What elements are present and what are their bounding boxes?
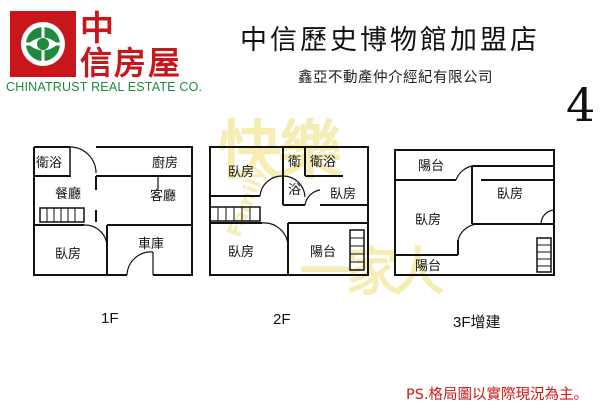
1f-kitchen-label: 廚房	[152, 155, 178, 171]
1f-garage-label: 車庫	[138, 237, 164, 252]
watermark-line2: 一家人	[300, 243, 444, 303]
2f-bath-vertical-2: 浴	[288, 183, 301, 198]
floor-label-2f: 2F	[273, 311, 291, 328]
disclaimer-footnote: PS.格局圖以實際現況為主。	[406, 387, 589, 403]
1f-living-label: 客廳	[150, 188, 176, 204]
company-name: 鑫亞不動產仲介經紀有限公司	[298, 70, 493, 86]
3f-bedroom-a-label: 臥房	[415, 212, 441, 228]
2f-bath-b-label: 衛浴	[310, 155, 336, 170]
3f-bedroom-b-label: 臥房	[497, 186, 523, 202]
2f-bedroom-b-label: 臥房	[330, 186, 356, 202]
1f-bath-label: 衛浴	[36, 156, 62, 171]
brand-english-name: CHINATRUST REAL ESTATE CO.	[6, 80, 203, 94]
globe-logo-icon	[21, 22, 65, 66]
1f-dining-label: 餐廳	[55, 186, 81, 202]
brand-name-line1: 中	[80, 9, 116, 49]
floor-label-1f: 1F	[101, 310, 119, 327]
store-title: 中信歷史博物館加盟店	[240, 25, 540, 56]
1f-bedroom-label: 臥房	[55, 246, 81, 262]
floor-2f-plan	[209, 146, 369, 276]
floor-3f-plan	[394, 149, 555, 276]
company-logo-mark	[10, 11, 76, 77]
floor-1f-plan	[33, 146, 193, 276]
brand-name: 中 信房屋	[80, 12, 182, 80]
2f-bedroom-a-label: 臥房	[228, 164, 254, 180]
floor-label-3f: 3F增建	[453, 314, 501, 331]
3f-balcony-bottom-label: 陽台	[415, 259, 441, 274]
2f-bath-vertical-1: 衛	[288, 155, 301, 170]
2f-balcony-label: 陽台	[310, 245, 336, 260]
brand-name-line2: 信房屋	[80, 44, 183, 82]
north-arrow-mark: 4	[566, 78, 596, 132]
2f-bedroom-c-label: 臥房	[228, 244, 254, 260]
3f-balcony-top-label: 陽台	[418, 159, 444, 174]
